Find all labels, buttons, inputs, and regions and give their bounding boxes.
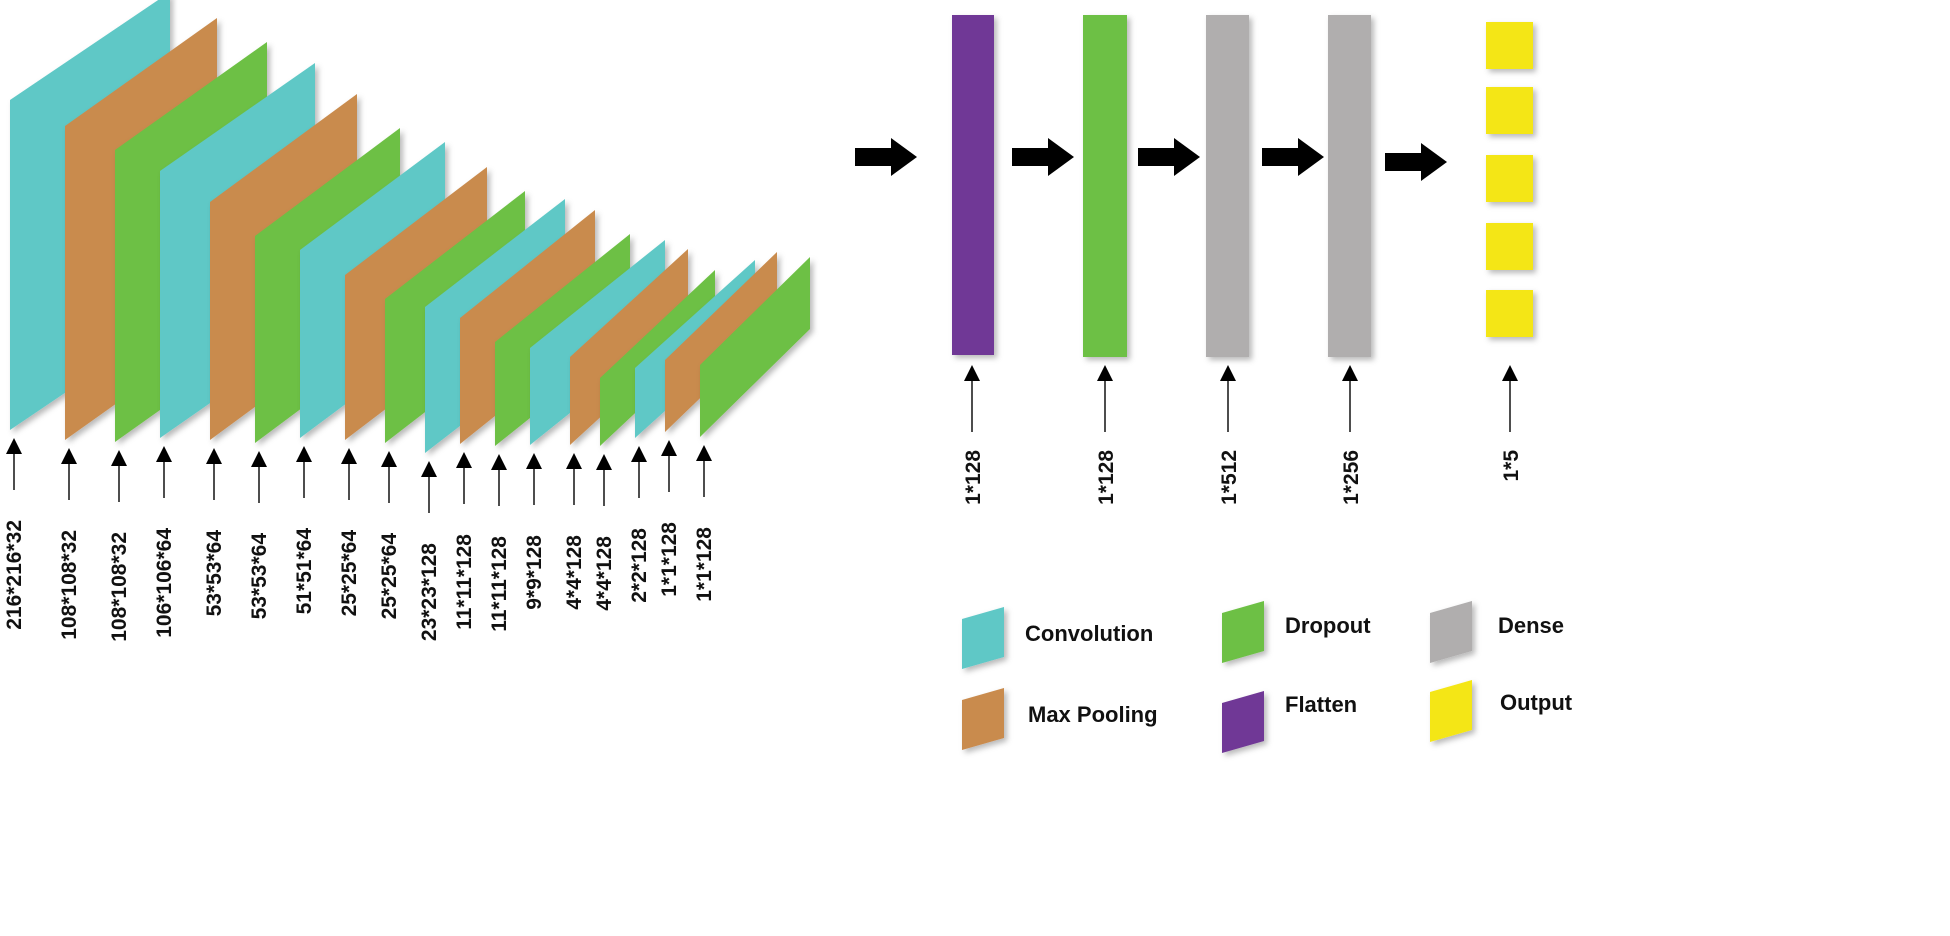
- layer-label-arrows: [6, 438, 712, 513]
- output-unit: [1486, 22, 1533, 69]
- dense-layer-label: 1*512: [1218, 450, 1241, 505]
- flow-arrows: [855, 138, 1447, 181]
- flow-arrow: [1138, 138, 1200, 176]
- flow-arrow: [1385, 143, 1447, 181]
- dense-layer-label: 1*5: [1500, 450, 1523, 482]
- legend-label: Output: [1500, 690, 1573, 715]
- layer-label: 53*53*64: [248, 533, 271, 620]
- flow-arrow: [1262, 138, 1324, 176]
- legend-swatch-dropout: [1222, 601, 1264, 663]
- legend-label: Convolution: [1025, 621, 1153, 646]
- dense-label-arrow: [1220, 365, 1236, 432]
- feature-map-stack: [10, 0, 810, 453]
- layer-label: 25*25*64: [338, 530, 361, 617]
- legend-label: Dropout: [1285, 613, 1371, 638]
- layer-label: 23*23*128: [418, 543, 441, 641]
- layer-label: 4*4*128: [593, 536, 616, 611]
- layer-label: 1*1*128: [693, 527, 716, 602]
- layer-labels: 216*216*32 108*108*32 108*108*32 106*106*64…: [3, 520, 716, 642]
- layer-label: 11*11*128: [453, 534, 476, 630]
- layer-arrow: [251, 451, 267, 503]
- layer-arrow: [526, 453, 542, 505]
- dense-layer: [1206, 15, 1249, 357]
- dense-label-arrow: [1342, 365, 1358, 432]
- legend-swatch-output: [1430, 680, 1472, 742]
- dense-layers: 1*128 1*128 1*512 1*256 1*5: [952, 15, 1533, 505]
- dense-layer: [1328, 15, 1371, 357]
- dropout-layer: [1083, 15, 1127, 357]
- layer-label: 25*25*64: [378, 533, 401, 620]
- layer-label: 108*108*32: [58, 530, 81, 640]
- flatten-layer: [952, 15, 994, 355]
- output-unit: [1486, 290, 1533, 337]
- layer-label: 11*11*128: [488, 536, 511, 632]
- layer-arrow: [156, 446, 172, 498]
- layer-arrow: [111, 450, 127, 502]
- layer-arrow: [566, 453, 582, 505]
- legend-swatch-dense: [1430, 601, 1472, 663]
- layer-label: 106*106*64: [153, 528, 176, 638]
- output-unit: [1486, 87, 1533, 134]
- flow-arrow: [1012, 138, 1074, 176]
- feature-map-max-pooling: [665, 252, 777, 432]
- dense-label-arrow: [964, 365, 980, 432]
- dense-label-arrow: [1502, 365, 1518, 432]
- dense-layer-label: 1*256: [1340, 450, 1363, 505]
- layer-label: 216*216*32: [3, 520, 26, 630]
- layer-arrow: [206, 448, 222, 500]
- output-unit: [1486, 155, 1533, 202]
- dense-label-arrow: [1097, 365, 1113, 432]
- layer-arrow: [696, 445, 712, 497]
- layer-arrow: [491, 454, 507, 506]
- layer-arrow: [381, 451, 397, 503]
- legend-label: Max Pooling: [1028, 702, 1158, 727]
- layer-label: 4*4*128: [563, 535, 586, 610]
- layer-arrow: [421, 461, 437, 513]
- legend-swatch-max-pooling: [962, 688, 1004, 750]
- layer-label: 1*1*128: [658, 522, 681, 597]
- dense-layer-label: 1*128: [962, 450, 985, 505]
- layer-arrow: [456, 452, 472, 504]
- output-unit: [1486, 223, 1533, 270]
- legend-swatch-convolution: [962, 607, 1004, 669]
- output-layer: [1486, 22, 1533, 337]
- flow-arrow: [855, 138, 917, 176]
- layer-arrow: [341, 448, 357, 500]
- feature-map-dropout: [700, 257, 810, 437]
- layer-arrow: [6, 438, 22, 490]
- layer-arrow: [631, 446, 647, 498]
- layer-arrow: [296, 446, 312, 498]
- layer-arrow: [61, 448, 77, 500]
- layer-label: 108*108*32: [108, 532, 131, 642]
- feature-map-max-pooling: [570, 249, 688, 445]
- dense-layer-label: 1*128: [1095, 450, 1118, 505]
- legend-label: Dense: [1498, 613, 1564, 638]
- layer-label: 2*2*128: [628, 528, 651, 603]
- legend-swatch-flatten: [1222, 691, 1264, 753]
- legend-label: Flatten: [1285, 692, 1357, 717]
- layer-label: 9*9*128: [523, 535, 546, 610]
- layer-label: 51*51*64: [293, 528, 316, 615]
- layer-arrow: [596, 454, 612, 506]
- layer-label: 53*53*64: [203, 530, 226, 617]
- layer-arrow: [661, 440, 677, 492]
